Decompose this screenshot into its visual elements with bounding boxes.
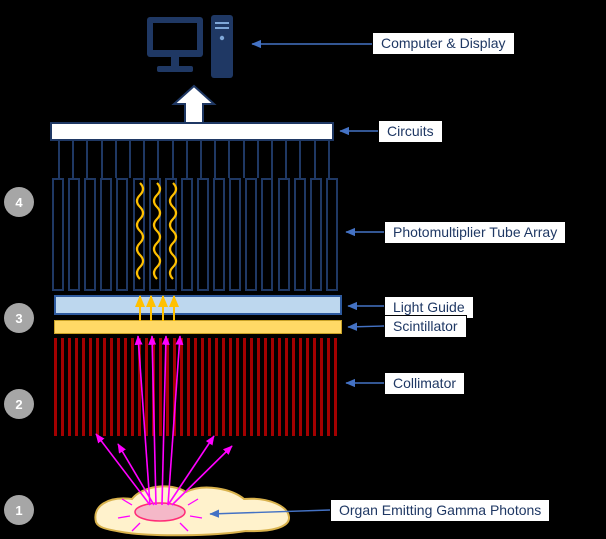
pmt-tube xyxy=(116,178,129,291)
pmt-tube xyxy=(293,178,306,291)
pmt-tube xyxy=(325,178,338,291)
label-computer-display: Computer & Display xyxy=(372,32,515,55)
pin xyxy=(271,141,274,178)
pin xyxy=(72,141,75,178)
pmt-tube xyxy=(68,178,81,291)
label-organ: Organ Emitting Gamma Photons xyxy=(330,499,551,522)
callout-organ xyxy=(209,509,331,518)
signal-up-arrow xyxy=(171,84,217,124)
pin xyxy=(214,141,217,178)
pin xyxy=(129,141,132,178)
pin xyxy=(313,141,316,178)
pin xyxy=(299,141,302,178)
pmt-tube xyxy=(213,178,226,291)
step-circle-3: 3 xyxy=(4,303,34,333)
pin xyxy=(86,141,89,178)
step-circle-1: 1 xyxy=(4,495,34,525)
pmt-tube xyxy=(196,178,209,291)
light-guide-bar xyxy=(54,295,342,315)
pmt-tube xyxy=(148,178,161,291)
pin xyxy=(228,141,231,178)
pmt-tube xyxy=(309,178,322,291)
pin xyxy=(143,141,146,178)
circuit-pins xyxy=(58,141,330,178)
pmt-tube xyxy=(245,178,258,291)
label-circuits: Circuits xyxy=(378,120,443,143)
pmt-tube xyxy=(84,178,97,291)
pmt-tube xyxy=(229,178,242,291)
pmt-tube xyxy=(132,178,145,291)
label-light-guide: Light Guide xyxy=(384,296,474,319)
computer-display-icon xyxy=(147,15,233,78)
organ-source xyxy=(134,502,186,522)
pmt-tube xyxy=(164,178,177,291)
pin xyxy=(171,141,174,178)
scintillator-bar xyxy=(54,320,342,334)
label-collimator: Collimator xyxy=(384,372,466,395)
pmt-tube xyxy=(52,178,64,291)
pmt-tube xyxy=(100,178,113,291)
pin xyxy=(242,141,245,178)
pin xyxy=(100,141,103,178)
step-circle-4: 4 xyxy=(4,187,34,217)
pmt-tube xyxy=(261,178,274,291)
pmt-tube xyxy=(277,178,290,291)
circuits-bar xyxy=(50,122,334,141)
collimator-bar xyxy=(54,338,341,436)
pin xyxy=(200,141,203,178)
pin xyxy=(114,141,117,178)
callout-scintillator xyxy=(347,322,385,331)
pmt-tube-array xyxy=(52,178,338,291)
pin xyxy=(157,141,160,178)
label-pmt-array: Photomultiplier Tube Array xyxy=(384,221,567,244)
pin xyxy=(58,141,60,178)
step-circle-2: 2 xyxy=(4,389,34,419)
pin xyxy=(256,141,259,178)
label-scintillator: Scintillator xyxy=(384,315,467,338)
pmt-tube xyxy=(180,178,193,291)
pin xyxy=(185,141,188,178)
organ-starburst xyxy=(117,498,203,532)
organ-blob xyxy=(94,485,290,537)
pin xyxy=(327,141,330,178)
pin xyxy=(285,141,288,178)
